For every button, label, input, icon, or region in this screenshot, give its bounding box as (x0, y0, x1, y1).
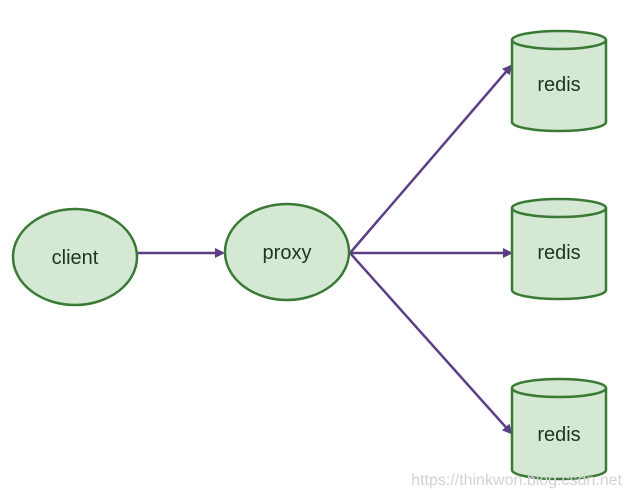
redis-bottom-label: redis (537, 424, 580, 446)
edge-proxy-redis-top (349, 64, 513, 254)
redis-top-label: redis (537, 74, 580, 96)
proxy-node: proxy (223, 202, 351, 302)
redis-middle-label: redis (537, 242, 580, 264)
edge-proxy-redis-bottom (349, 252, 513, 435)
proxy-label: proxy (263, 242, 312, 264)
client-label: client (52, 247, 99, 269)
redis-middle-node: redis (510, 197, 608, 301)
redis-top-node: redis (510, 29, 608, 133)
watermark-text: https://thinkwon.blog.csdn.net (411, 472, 622, 489)
redis-bottom-node: redis (510, 377, 608, 481)
client-node: client (11, 207, 139, 307)
